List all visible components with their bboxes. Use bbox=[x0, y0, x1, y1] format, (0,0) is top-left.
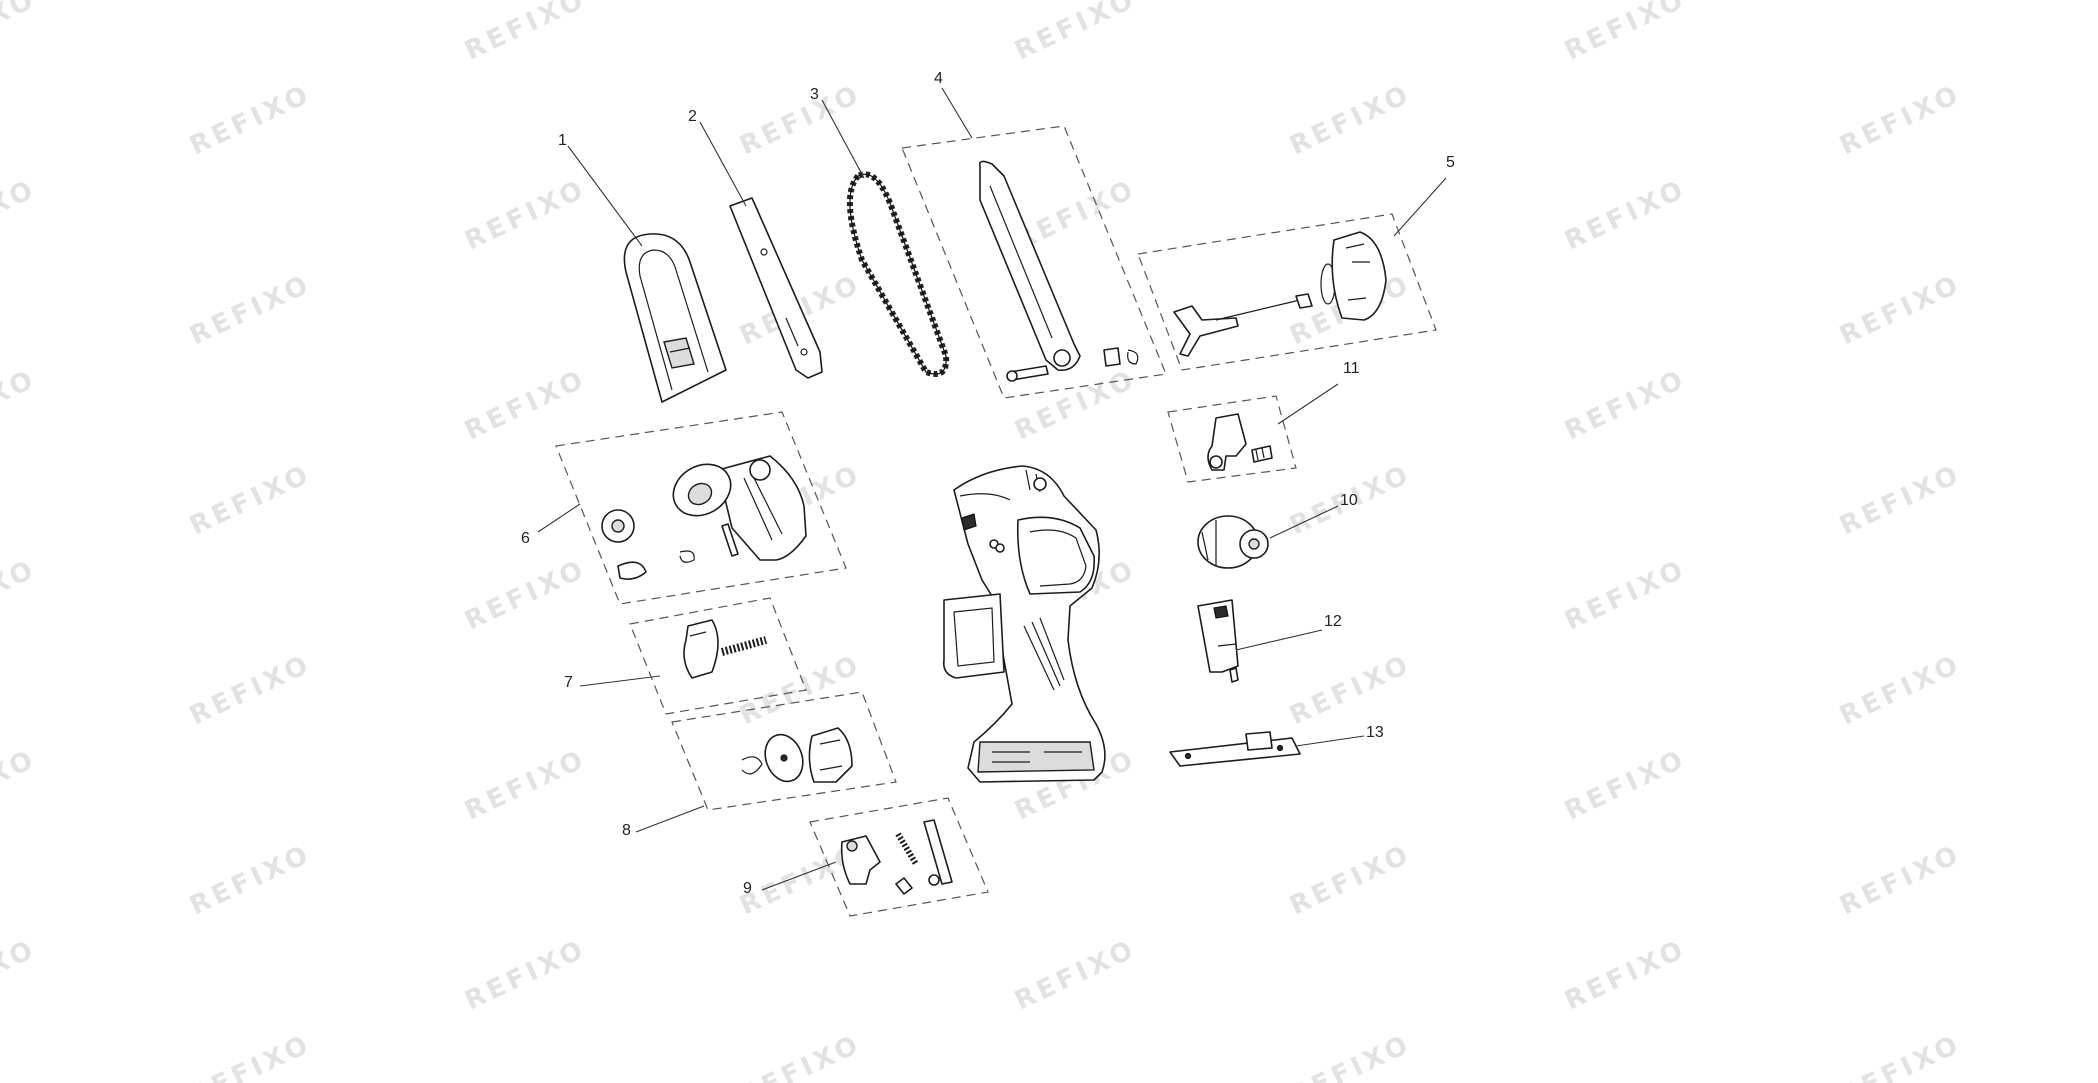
watermark-text: REFIXO bbox=[0, 554, 41, 636]
watermark-text: REFIXO bbox=[735, 649, 866, 731]
watermark-text: REFIXO bbox=[1560, 364, 1691, 446]
watermark-text: REFIXO bbox=[460, 0, 591, 66]
part-2-guide-bar[interactable] bbox=[729, 197, 823, 379]
watermark-text: REFIXO bbox=[1835, 459, 1966, 541]
watermark-text: REFIXO bbox=[185, 1029, 316, 1083]
watermark-text: REFIXO bbox=[460, 174, 591, 256]
watermark-text: REFIXO bbox=[0, 934, 41, 1016]
watermark-text: REFIXO bbox=[1010, 934, 1141, 1016]
watermark-text: REFIXO bbox=[460, 744, 591, 826]
watermark-text: REFIXO bbox=[185, 459, 316, 541]
watermark-text: REFIXO bbox=[1560, 0, 1691, 66]
part-9-group[interactable] bbox=[809, 797, 989, 917]
callout-11: 11 bbox=[1343, 360, 1360, 377]
leader-lines bbox=[537, 87, 1447, 891]
part-10-motor[interactable] bbox=[1197, 515, 1269, 569]
watermark-text: REFIXO bbox=[1285, 79, 1416, 161]
watermark-text: REFIXO bbox=[185, 269, 316, 351]
callout-7: 7 bbox=[564, 674, 573, 691]
callout-3: 3 bbox=[810, 86, 819, 103]
part-12-switch-module[interactable] bbox=[1197, 599, 1239, 683]
watermark-text: REFIXO bbox=[0, 744, 41, 826]
callout-9: 9 bbox=[743, 880, 752, 897]
watermark-text: REFIXO bbox=[1835, 269, 1966, 351]
part-6-group[interactable] bbox=[555, 411, 847, 605]
watermark-text: REFIXO bbox=[0, 174, 41, 256]
watermark-text: REFIXO bbox=[735, 1029, 866, 1083]
callout-6: 6 bbox=[521, 530, 530, 547]
watermark-text: REFIXO bbox=[1285, 839, 1416, 921]
callout-8: 8 bbox=[622, 822, 631, 839]
watermark-text: REFIXO bbox=[1835, 79, 1966, 161]
watermark-text: REFIXO bbox=[185, 79, 316, 161]
callout-10: 10 bbox=[1340, 492, 1358, 509]
watermark-text: REFIXO bbox=[1560, 174, 1691, 256]
watermark-text: REFIXO bbox=[1560, 554, 1691, 636]
watermark-text: REFIXO bbox=[1835, 1029, 1966, 1083]
part-13-pcb[interactable] bbox=[1169, 731, 1301, 767]
callout-4: 4 bbox=[934, 70, 943, 87]
callout-1: 1 bbox=[558, 132, 567, 149]
watermark-text: REFIXO bbox=[460, 934, 591, 1016]
part-1-bar-cover[interactable] bbox=[623, 233, 727, 403]
watermark-text: REFIXO bbox=[460, 554, 591, 636]
part-4-group[interactable] bbox=[901, 125, 1167, 399]
watermark-text: REFIXO bbox=[0, 364, 41, 446]
part-8-group[interactable] bbox=[671, 691, 897, 811]
watermark-text: REFIXO bbox=[0, 0, 41, 66]
callout-2: 2 bbox=[688, 108, 697, 125]
callout-labels: 1 2 3 4 5 6 7 8 9 10 11 12 13 bbox=[521, 70, 1455, 897]
watermark-text: REFIXO bbox=[1285, 1029, 1416, 1083]
watermark-text: REFIXO bbox=[1835, 649, 1966, 731]
watermark-text: REFIXO bbox=[1285, 649, 1416, 731]
part-11-group[interactable] bbox=[1167, 395, 1297, 483]
callout-5: 5 bbox=[1446, 154, 1455, 171]
part-3-chain[interactable] bbox=[846, 171, 950, 377]
watermark-text: REFIXO bbox=[1835, 839, 1966, 921]
watermark-text: REFIXO bbox=[185, 839, 316, 921]
watermark-text: REFIXO bbox=[1560, 744, 1691, 826]
watermark-text: REFIXO bbox=[1010, 0, 1141, 66]
callout-13: 13 bbox=[1366, 724, 1384, 741]
callout-12: 12 bbox=[1324, 613, 1342, 630]
watermark-text: REFIXO bbox=[185, 649, 316, 731]
main-body-housing[interactable] bbox=[942, 465, 1106, 783]
watermark-text: REFIXO bbox=[1560, 934, 1691, 1016]
watermark-text: REFIXO bbox=[460, 364, 591, 446]
part-5-group[interactable] bbox=[1137, 213, 1437, 371]
watermark-text: REFIXO bbox=[735, 79, 866, 161]
part-7-group[interactable] bbox=[629, 597, 807, 715]
